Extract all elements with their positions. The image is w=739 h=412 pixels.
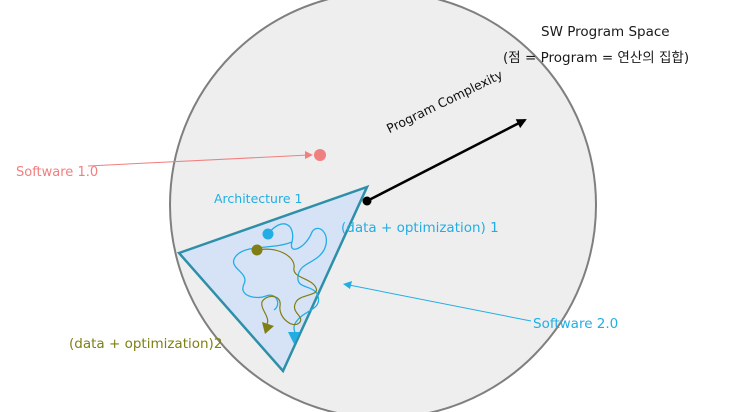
program-complexity-arrow xyxy=(366,118,527,203)
software-1-label: Software 1.0 xyxy=(16,165,99,180)
software-1-dot xyxy=(314,149,326,161)
optimization-1-arrowhead xyxy=(288,332,300,344)
diagram-subtitle: (점 = Program = 연산의 집합) xyxy=(503,50,690,66)
software-2-pointer-head xyxy=(343,281,352,289)
program-complexity-origin-dot xyxy=(362,196,372,206)
diagram-title: SW Program Space xyxy=(541,24,670,40)
optimization-1-label: (data + optimization) 1 xyxy=(341,220,499,236)
architecture-1-dot xyxy=(262,228,274,240)
optimization-2-arrowhead xyxy=(262,322,274,334)
architecture-1-triangle xyxy=(176,184,370,374)
optimization-2-start-dot xyxy=(251,244,263,256)
software-1-pointer xyxy=(87,154,310,167)
optimization-2-label: (data + optimization)2 xyxy=(69,336,223,352)
architecture-1-label: Architecture 1 xyxy=(214,191,303,206)
software-1-pointer-head xyxy=(305,151,313,159)
software-2-label: Software 2.0 xyxy=(533,316,619,332)
optimization-2-path xyxy=(257,248,318,327)
software-2-pointer xyxy=(348,284,532,322)
